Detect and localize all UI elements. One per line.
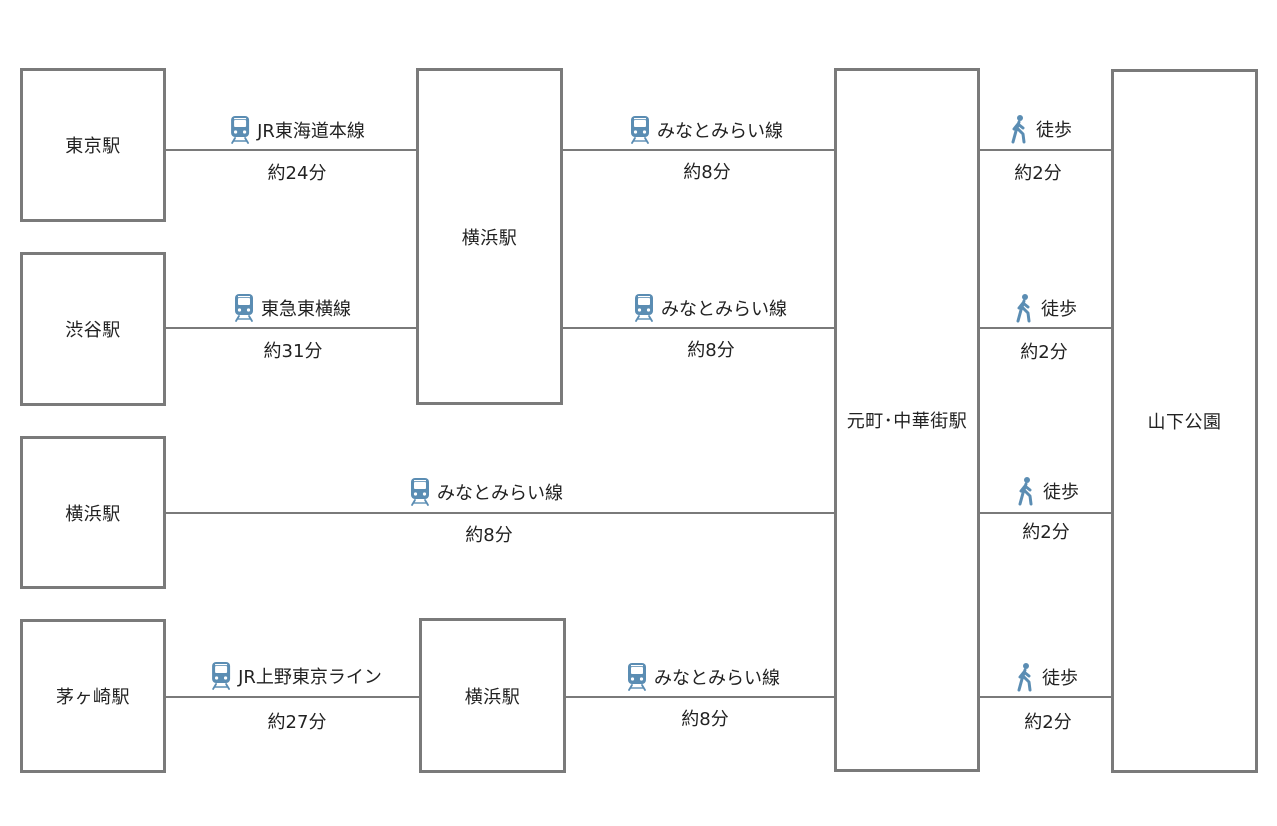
train-icon: [633, 293, 655, 323]
travel-time: 約2分: [1024, 712, 1072, 733]
line-name: みなとみらい線: [654, 668, 780, 689]
route-line-yokohama-motomachi-1: [561, 149, 836, 151]
route-line-motomachi-yamashita-4: [978, 696, 1113, 698]
travel-time: 約8分: [687, 340, 735, 361]
station-name: 横浜駅: [65, 503, 121, 525]
travel-time: 約2分: [1020, 342, 1068, 363]
station-box-motomachi: 元町･中華街駅: [834, 68, 980, 772]
walk-icon: [1013, 293, 1035, 323]
travel-time: 約8分: [681, 709, 729, 730]
route-label: 徒歩: [1014, 662, 1078, 692]
route-label: みなとみらい線: [629, 115, 783, 145]
station-name: 横浜駅: [461, 227, 518, 249]
train-icon: [229, 115, 251, 145]
route-line-motomachi-yamashita-3: [978, 512, 1113, 514]
line-name: 徒歩: [1042, 668, 1078, 689]
route-label: 徒歩: [1015, 476, 1079, 506]
train-icon: [629, 115, 651, 145]
route-label: 徒歩: [1008, 114, 1072, 144]
station-name: 横浜駅: [464, 686, 521, 708]
station-name: 茅ヶ崎駅: [56, 687, 130, 708]
route-line-motomachi-yamashita-1: [978, 149, 1113, 151]
train-icon: [626, 662, 648, 692]
route-line-motomachi-yamashita-2: [978, 327, 1113, 329]
route-label: みなとみらい線: [626, 662, 780, 692]
station-box-yokohama-bottom: 横浜駅: [419, 618, 566, 773]
route-label: 東急東横線: [233, 293, 351, 323]
route-label: JR上野東京ライン: [210, 661, 382, 691]
station-box-yokohama-top: 横浜駅: [416, 68, 563, 405]
travel-time: 約2分: [1014, 163, 1062, 184]
travel-time: 約8分: [683, 162, 731, 183]
travel-time: 約2分: [1022, 522, 1070, 543]
train-icon: [233, 293, 255, 323]
route-line-chigasaki-yokohama: [165, 696, 420, 698]
route-label: JR東海道本線: [229, 115, 365, 145]
route-line-yokohama-motomachi-2: [561, 327, 836, 329]
travel-time: 約8分: [465, 525, 513, 546]
line-name: みなとみらい線: [437, 483, 563, 504]
route-label: みなとみらい線: [409, 477, 563, 507]
line-name: 徒歩: [1041, 299, 1077, 320]
line-name: みなとみらい線: [661, 299, 787, 320]
route-label: 徒歩: [1013, 293, 1077, 323]
route-line-shibuya-yokohama: [165, 327, 417, 329]
station-name: 渋谷駅: [65, 320, 121, 341]
station-name: 東京駅: [65, 136, 121, 157]
route-label: みなとみらい線: [633, 293, 787, 323]
station-box-tokyo: 東京駅: [20, 68, 166, 222]
line-name: JR上野東京ライン: [238, 667, 382, 688]
line-name: 東急東横線: [261, 299, 351, 320]
walk-icon: [1014, 662, 1036, 692]
route-line-yokohama-motomachi-4: [564, 696, 836, 698]
route-line-tokyo-yokohama: [165, 149, 417, 151]
station-box-yokohama-start: 横浜駅: [20, 436, 166, 589]
line-name: 徒歩: [1036, 120, 1072, 141]
destination-name: 山下公園: [1147, 412, 1222, 433]
destination-box-yamashita: 山下公園: [1111, 69, 1258, 773]
line-name: みなとみらい線: [657, 121, 783, 142]
train-icon: [210, 661, 232, 691]
walk-icon: [1008, 114, 1030, 144]
line-name: JR東海道本線: [257, 121, 365, 142]
walk-icon: [1015, 476, 1037, 506]
train-icon: [409, 477, 431, 507]
station-box-chigasaki: 茅ヶ崎駅: [20, 619, 166, 773]
station-box-shibuya: 渋谷駅: [20, 252, 166, 406]
station-name: 元町･中華街駅: [846, 411, 968, 432]
line-name: 徒歩: [1043, 482, 1079, 503]
travel-time: 約27分: [267, 712, 327, 733]
route-line-yokohama-motomachi-3: [165, 512, 836, 514]
travel-time: 約31分: [263, 341, 323, 362]
travel-time: 約24分: [267, 163, 327, 184]
